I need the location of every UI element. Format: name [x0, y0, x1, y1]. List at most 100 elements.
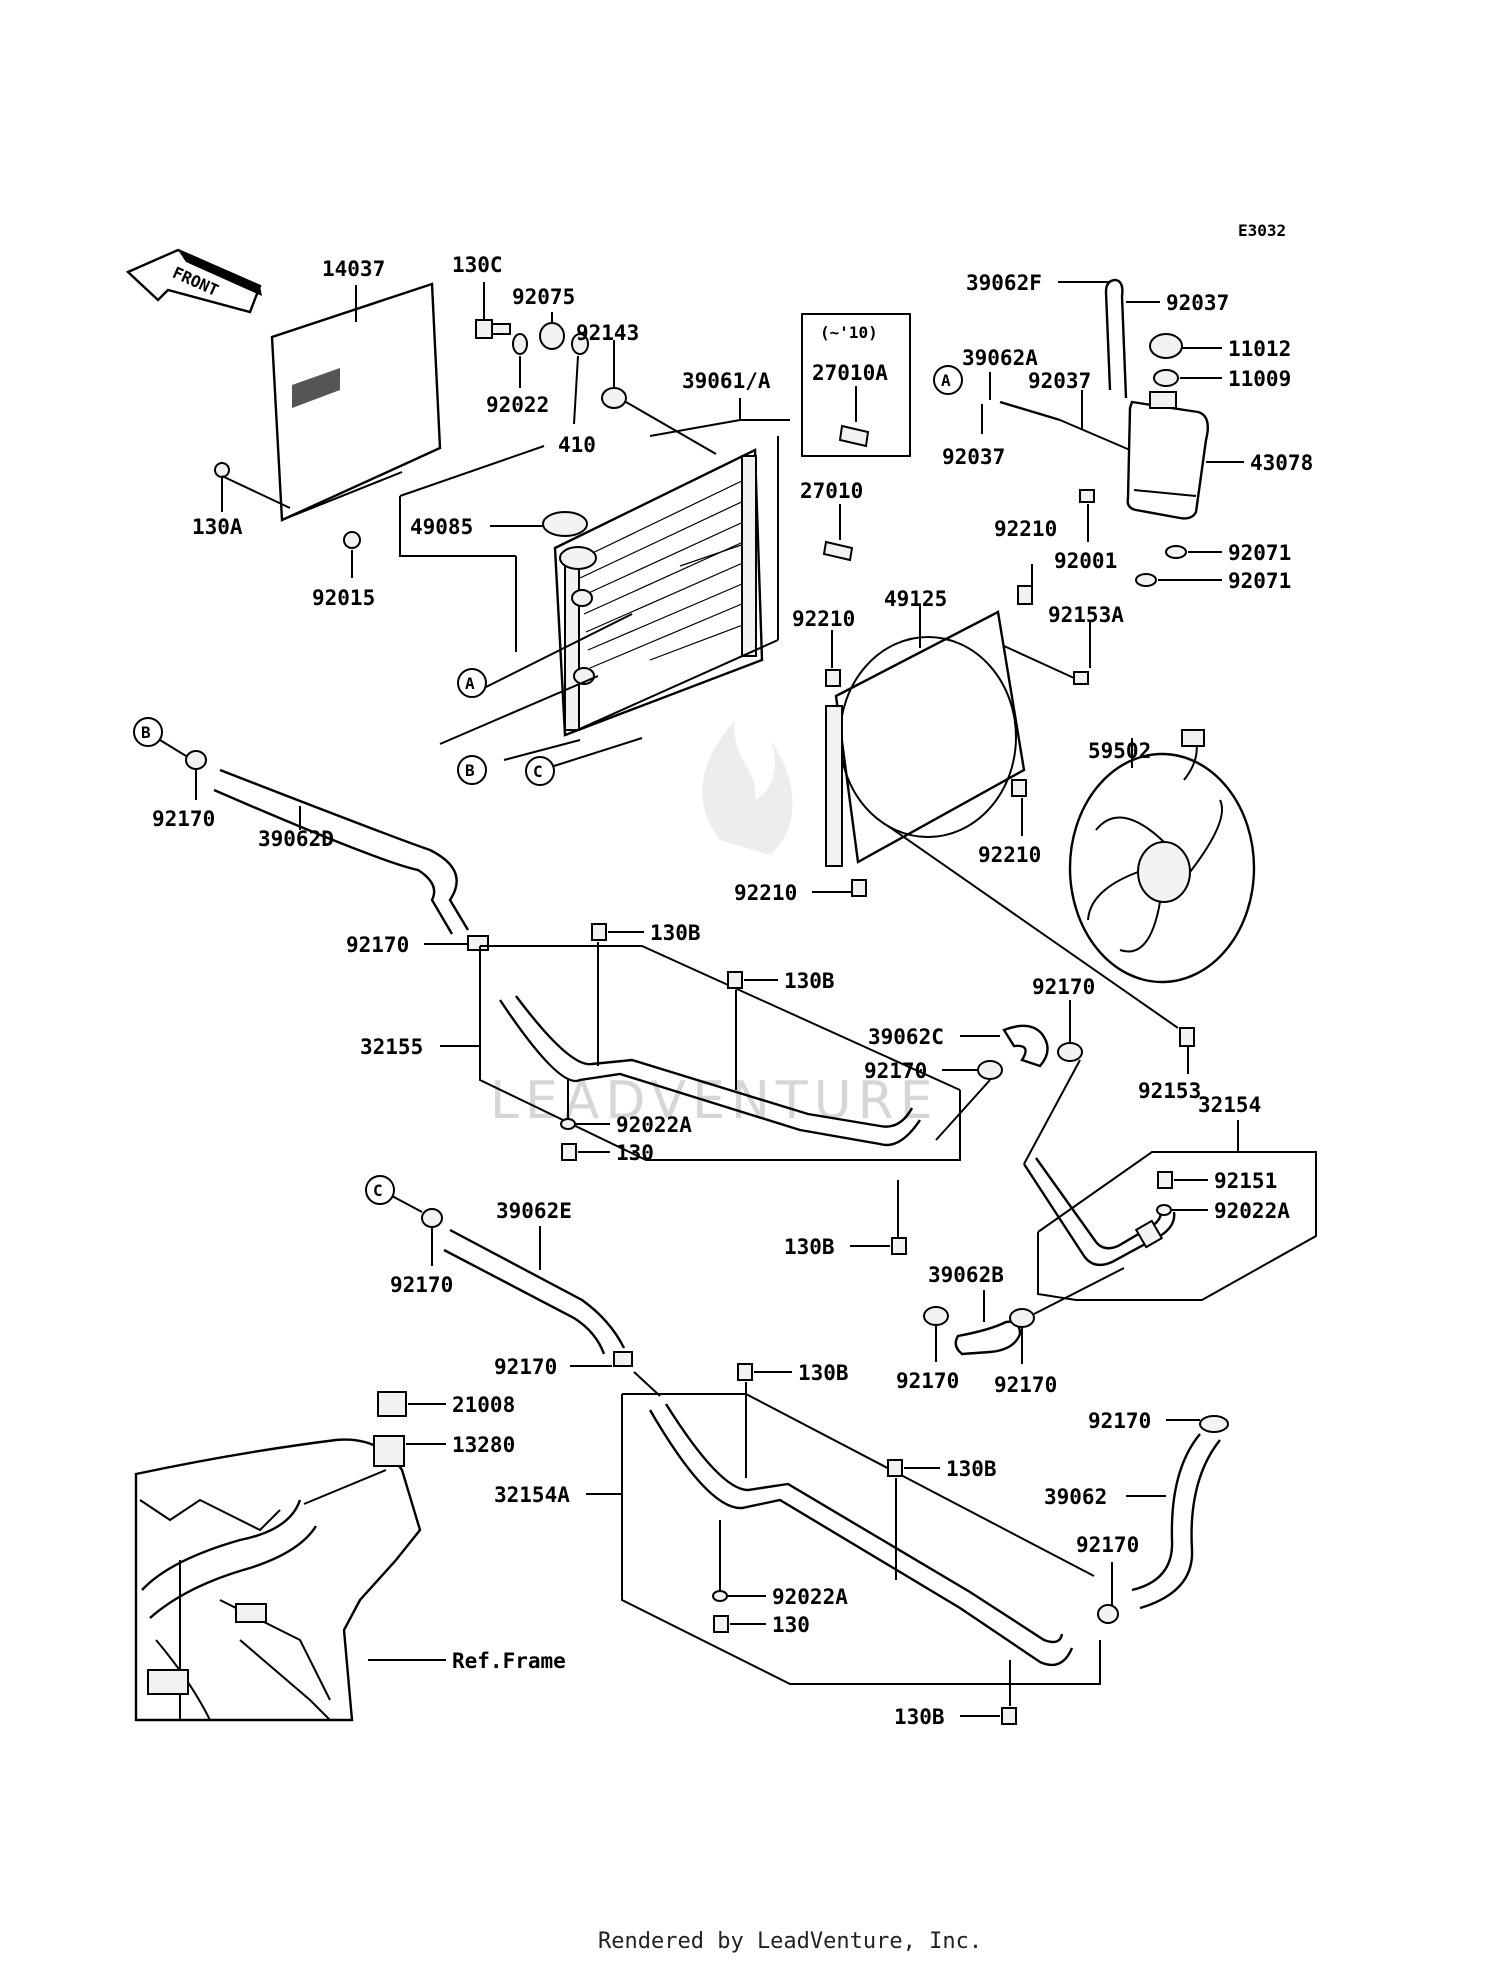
- part-label-32154A: 32154A: [494, 1483, 570, 1507]
- part-label-92153: 92153: [1138, 1079, 1201, 1103]
- bolt-92151: [1157, 1171, 1173, 1189]
- clamp-92170-c1: [977, 1060, 1003, 1080]
- part-label-39062B: 39062B: [928, 1263, 1004, 1287]
- part-label-130-1: 130: [616, 1141, 654, 1165]
- ref-circle-a: [457, 668, 487, 698]
- washer-92022A-1: [560, 1118, 576, 1130]
- grommet-92075: [539, 322, 565, 350]
- hose-39062: [1131, 1433, 1221, 1610]
- part-label-92151: 92151: [1214, 1169, 1277, 1193]
- part-label-92022: 92022: [486, 393, 549, 417]
- ref-letter-a2: A: [941, 371, 951, 390]
- ref-letter-c: C: [533, 762, 543, 781]
- bolt-130-1: [561, 1143, 577, 1161]
- part-label-130B-6: 130B: [894, 1705, 945, 1729]
- clamp-92170-b: [185, 750, 207, 770]
- clip-92210-bottom: [851, 879, 867, 897]
- ref-circle-b: [457, 755, 487, 785]
- hose-39062C: [1002, 1024, 1049, 1068]
- cooling-fan-59502: [1068, 729, 1256, 984]
- clamp-92170-e: [421, 1208, 443, 1228]
- part-label-130A: 130A: [192, 515, 243, 539]
- part-label-39062: 39062: [1044, 1485, 1107, 1509]
- bolt-92153: [1179, 1027, 1195, 1047]
- front-arrow-icon: FRONT: [125, 248, 262, 314]
- switch-27010A: [838, 424, 870, 448]
- part-label-92170-c2: 92170: [1032, 975, 1095, 999]
- ref-letter-b2: B: [141, 723, 151, 742]
- washer-92022A-2: [1156, 1204, 1172, 1216]
- ref-circle-c2: [365, 1175, 395, 1205]
- inset-label: (~'10): [820, 323, 878, 342]
- part-label-130B-4: 130B: [798, 1361, 849, 1385]
- part-label-410: 410: [558, 433, 596, 457]
- washer-410: [571, 333, 589, 355]
- reservoir-tank-43078: [1126, 391, 1209, 520]
- clamp-92170-i: [1199, 1415, 1229, 1433]
- part-label-39062C: 39062C: [868, 1025, 944, 1049]
- part-label-130B-2: 130B: [784, 969, 835, 993]
- fan-shroud-49125: [825, 610, 1026, 867]
- part-label-92210-bottom: 92210: [734, 881, 797, 905]
- footer-credit: Rendered by LeadVenture, Inc.: [598, 1929, 982, 1954]
- ref-letter-b: B: [465, 761, 475, 780]
- hose-39062B: [954, 1320, 1022, 1356]
- washer-92022A-3: [712, 1590, 728, 1602]
- grommet-92071-b: [1135, 573, 1157, 587]
- bolt-92153A: [1073, 671, 1089, 685]
- bolt-130B-5: [887, 1459, 903, 1477]
- part-label-130B-3: 130B: [784, 1235, 835, 1259]
- part-label-39062E: 39062E: [496, 1199, 572, 1223]
- clip-92210-right: [1011, 779, 1027, 797]
- part-label-130C: 130C: [452, 253, 503, 277]
- overflow-tube-39062F: [1104, 278, 1128, 399]
- part-label-92071-b: 92071: [1228, 569, 1291, 593]
- part-label-92170-mid: 92170: [346, 933, 409, 957]
- part-label-92022A-3: 92022A: [772, 1585, 848, 1609]
- tube-39062A: [999, 400, 1061, 422]
- grommet-92071-a: [1165, 545, 1187, 559]
- collar-92143: [601, 387, 627, 409]
- part-label-43078: 43078: [1250, 451, 1313, 475]
- bolt-130B-1: [591, 923, 607, 941]
- part-label-92170-i: 92170: [1088, 1409, 1151, 1433]
- diagram-code: E3032: [1238, 221, 1286, 240]
- radiator-screen: [270, 282, 442, 522]
- part-label-130B-5: 130B: [946, 1457, 997, 1481]
- hose-39062D: [213, 768, 470, 935]
- part-label-49125: 49125: [884, 587, 947, 611]
- clamp-92170-c2: [1057, 1042, 1083, 1062]
- part-label-92170-b: 92170: [152, 807, 215, 831]
- part-label-92170-c1: 92170: [864, 1059, 927, 1083]
- ref-circle-b2: [133, 717, 163, 747]
- frame-detail: [134, 1438, 422, 1722]
- part-label-11009: 11009: [1228, 367, 1291, 391]
- part-label-130B-1: 130B: [650, 921, 701, 945]
- bolt-130C: [475, 319, 511, 339]
- bolt-130-2: [713, 1615, 729, 1633]
- part-label-92153A: 92153A: [1048, 603, 1124, 627]
- pipe-32154: [1022, 1157, 1176, 1267]
- clamp-92170-j: [1097, 1604, 1119, 1624]
- part-label-92170-h: 92170: [994, 1373, 1057, 1397]
- part-label-92170-f: 92170: [494, 1355, 557, 1379]
- part-label-92075: 92075: [512, 285, 575, 309]
- part-label-21008: 21008: [452, 1393, 515, 1417]
- bolt-130B-3: [891, 1237, 907, 1255]
- part-label-92170-e: 92170: [390, 1273, 453, 1297]
- part-13280: [373, 1435, 405, 1467]
- part-label-39062D: 39062D: [258, 827, 334, 851]
- reservoir-cap-11012: [1149, 333, 1183, 359]
- part-label-39062A: 39062A: [962, 346, 1038, 370]
- bolt-130B-2: [727, 971, 743, 989]
- part-label-92170-g: 92170: [896, 1369, 959, 1393]
- part-label-92037-mid: 92037: [1028, 369, 1091, 393]
- part-label-27010A: 27010A: [812, 361, 888, 385]
- part-label-92210-top: 92210: [994, 517, 1057, 541]
- gasket-11009: [1153, 369, 1179, 387]
- radiator-cap-49085: [542, 511, 588, 537]
- clip-92210-top: [1017, 585, 1033, 605]
- nut-92015: [343, 531, 361, 549]
- part-21008: [377, 1391, 407, 1417]
- pipe-32154A: [648, 1403, 1074, 1667]
